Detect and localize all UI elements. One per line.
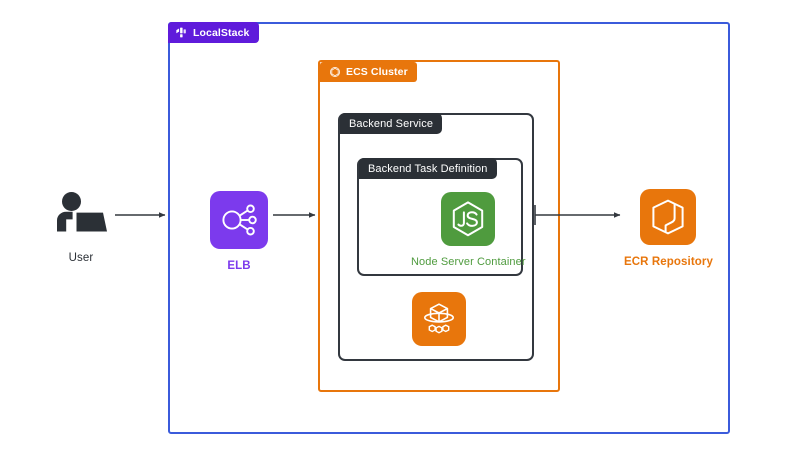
node-node-server-container-label: Node Server Container [411, 256, 526, 268]
node-elb-label: ELB [227, 260, 251, 272]
user-laptop-icon [52, 186, 110, 244]
backend-task-definition-tag-label: Backend Task Definition [368, 162, 488, 175]
node-node-server-container: Node Server Container [411, 192, 526, 268]
node-ecr-label: ECR Repository [624, 256, 713, 268]
ecs-service-icon [412, 292, 466, 346]
ecs-cluster-tag: ECS Cluster [320, 62, 417, 82]
localstack-icon [175, 26, 188, 39]
node-user: User [52, 186, 110, 264]
ecs-cluster-boundary [318, 60, 560, 392]
backend-task-definition-tag: Backend Task Definition [359, 158, 497, 179]
elb-icon [210, 191, 268, 249]
localstack-tag: LocalStack [168, 22, 260, 43]
ecs-cluster-tag-label: ECS Cluster [346, 66, 408, 78]
backend-service-tag: Backend Service [340, 113, 443, 134]
node-elb: ELB [210, 191, 268, 272]
ecs-cluster-icon [329, 66, 341, 78]
nodejs-icon [441, 192, 496, 246]
localstack-tag-label: LocalStack [193, 26, 250, 39]
node-ecs-service [412, 292, 466, 346]
localstack-boundary [168, 22, 730, 434]
node-ecr: ECR Repository [624, 189, 713, 268]
node-user-label: User [68, 252, 94, 264]
backend-service-tag-label: Backend Service [349, 117, 434, 130]
ecr-icon [640, 189, 697, 245]
